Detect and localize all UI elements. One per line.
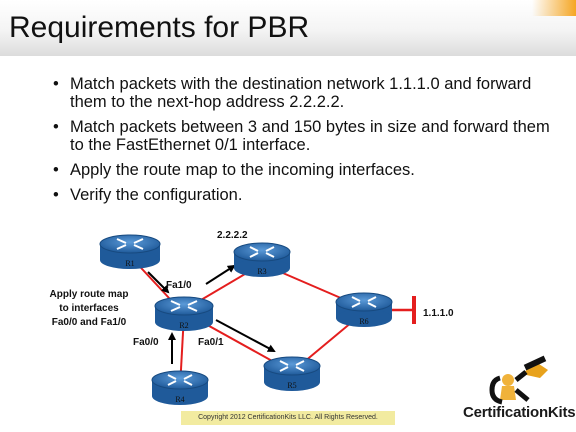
router-label-r3: R3 <box>257 267 266 276</box>
title-band <box>0 0 576 56</box>
bullet-text: Match packets with the destination netwo… <box>70 75 532 111</box>
bullet-dot: • <box>53 75 59 93</box>
diagram-labels: 2.2.2.2 Fa1/0 Fa0/0 Fa0/1 1.1.1.0 Apply … <box>50 230 454 348</box>
bullet-text: Verify the configuration. <box>70 186 243 204</box>
bullet-dot: • <box>53 161 59 179</box>
label-fa10: Fa1/0 <box>166 280 192 291</box>
logo-text: CertificationKits <box>463 404 576 421</box>
label-apply-1: Apply route map <box>50 289 129 300</box>
bullet-item: • Match packets with the destination netw… <box>52 75 567 111</box>
label-network: 1.1.1.0 <box>423 308 454 319</box>
bullet-item: • Verify the configuration. <box>52 186 567 204</box>
label-next-hop: 2.2.2.2 <box>217 230 248 241</box>
bullet-text: Apply the route map to the incoming inte… <box>70 161 415 179</box>
arrows <box>147 264 276 364</box>
arrow-r2-to-r3 <box>205 264 236 285</box>
router-r1: R1 <box>99 234 161 269</box>
certificationkits-logo-icon <box>489 355 548 405</box>
router-label-r4: R4 <box>175 395 184 404</box>
router-r3: R3 <box>233 242 291 277</box>
label-apply-2: to interfaces <box>59 303 119 314</box>
arrow-r1-to-r2 <box>147 271 170 294</box>
router-label-r5: R5 <box>287 381 296 390</box>
bullet-dot: • <box>53 118 59 136</box>
router-label-r2: R2 <box>179 321 188 330</box>
router-label-r6: R6 <box>359 317 368 326</box>
bullet-dot: • <box>53 186 59 204</box>
label-fa01: Fa0/1 <box>198 337 224 348</box>
bullet-list: • Match packets with the destination netw… <box>52 75 567 211</box>
arrow-r2-to-r5 <box>215 319 276 352</box>
bullet-text: Match packets between 3 and 150 bytes in… <box>70 118 550 154</box>
router-r2: R2 <box>154 296 214 331</box>
label-apply-3: Fa0/0 and Fa1/0 <box>52 317 127 328</box>
bullet-item: • Match packets between 3 and 150 bytes i… <box>52 118 567 154</box>
bullet-item: • Apply the route map to the incoming int… <box>52 161 567 179</box>
router-r5: R5 <box>263 356 321 391</box>
corner-accent <box>532 0 576 16</box>
router-r6: R6 <box>335 292 393 327</box>
page-title: Requirements for PBR <box>9 11 310 44</box>
router-label-r1: R1 <box>125 259 134 268</box>
label-fa00: Fa0/0 <box>133 337 159 348</box>
router-r4: R4 <box>151 370 209 405</box>
copyright-footer: Copyright 2012 CertificationKits LLC. Al… <box>181 411 395 425</box>
